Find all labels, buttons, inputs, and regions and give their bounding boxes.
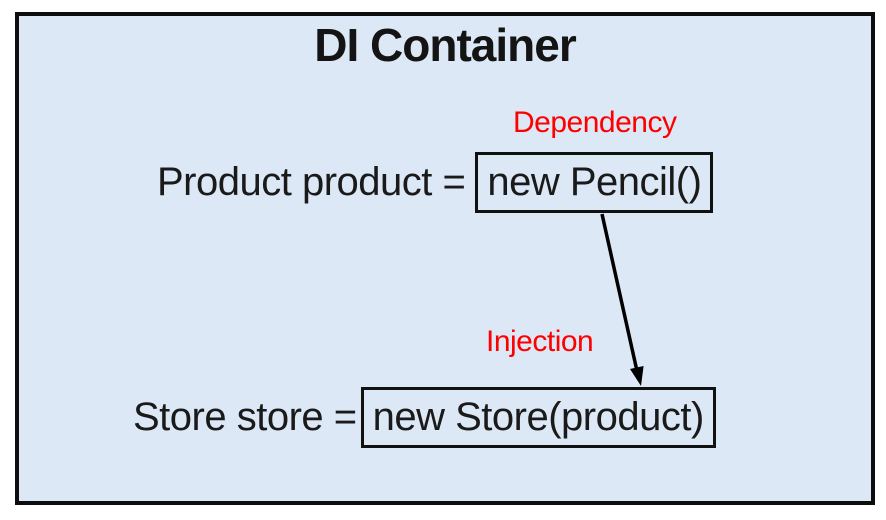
- product-statement-prefix: Product product =: [157, 160, 466, 204]
- injection-label: Injection: [486, 325, 594, 358]
- new-store-box: new Store(product): [360, 387, 716, 448]
- store-statement-prefix: Store store =: [133, 395, 357, 439]
- diagram-title: DI Container: [314, 19, 576, 71]
- product-statement: Product product = new Pencil(): [157, 152, 714, 213]
- di-container-panel: [15, 12, 875, 505]
- new-pencil-box: new Pencil(): [475, 152, 714, 213]
- dependency-label: Dependency: [513, 106, 677, 139]
- store-statement: Store store = new Store(product): [133, 387, 716, 448]
